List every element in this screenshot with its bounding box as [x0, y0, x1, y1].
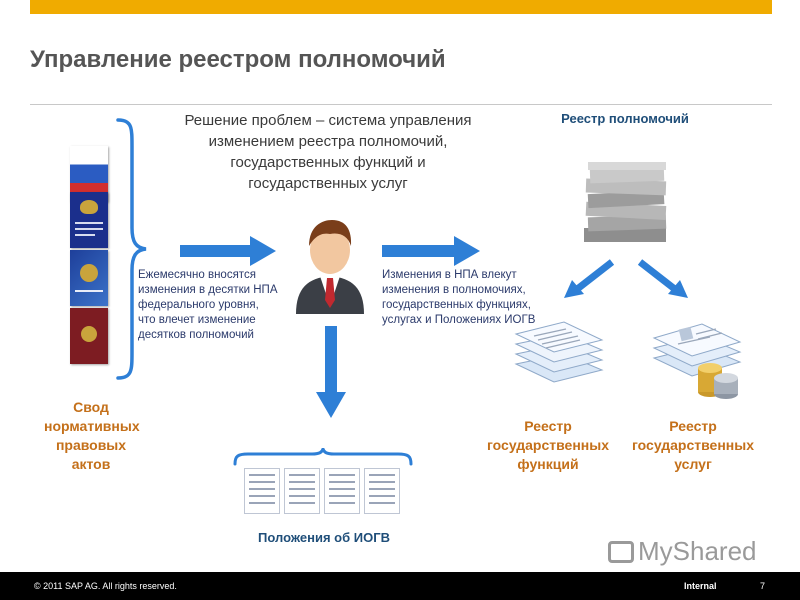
classification: Internal — [684, 581, 717, 591]
coins-icon — [698, 363, 738, 399]
watermark-icon — [608, 541, 634, 563]
page-thumbnail — [324, 468, 360, 514]
title-divider — [30, 104, 772, 105]
arrow-right-icon — [382, 236, 480, 266]
arrow-down-right-icon — [638, 259, 688, 298]
page-number: 7 — [760, 581, 766, 591]
document-cover-icon — [70, 192, 108, 248]
middle-note: Изменения в НПА влекут изменения в полно… — [382, 269, 536, 326]
arrow-right-icon — [180, 236, 276, 266]
top-accent-bar — [30, 0, 772, 14]
paper-stack-icon — [584, 162, 667, 242]
legal-acts-stack — [66, 132, 112, 372]
bottom-label: Положения об ИОГВ — [258, 530, 390, 545]
slide-title: Управление реестром полномочий — [30, 46, 446, 73]
businessman-icon — [296, 220, 364, 314]
footer-bar: © 2011 SAP AG. All rights reserved. Inte… — [0, 572, 800, 600]
left-note: Ежемесячно вносятся изменения в десятки … — [138, 269, 278, 341]
bracket-icon — [116, 118, 147, 380]
page-thumbnail — [284, 468, 320, 514]
watermark-text: MyShared — [638, 536, 757, 566]
documents-icon — [652, 323, 742, 377]
arrow-down-left-icon — [564, 259, 614, 298]
services-label: Реестр государственных услуг — [632, 418, 754, 472]
regulation-pages — [244, 468, 404, 518]
documents-icon — [514, 321, 604, 383]
functions-label: Реестр государственных функций — [487, 418, 609, 472]
page-thumbnail — [364, 468, 400, 514]
copyright: © 2011 SAP AG. All rights reserved. — [34, 581, 177, 591]
headline-text: Решение проблем – система управления изм… — [184, 112, 472, 192]
watermark: MyShared — [608, 536, 757, 567]
document-cover-icon — [70, 308, 108, 364]
registry-title: Реестр полномочий — [561, 111, 689, 126]
page-thumbnail — [244, 468, 280, 514]
bracket-icon — [233, 448, 413, 466]
arrow-down-icon — [316, 326, 346, 418]
left-label: Свод нормативных правовых актов — [44, 399, 140, 472]
document-cover-icon — [70, 250, 108, 306]
